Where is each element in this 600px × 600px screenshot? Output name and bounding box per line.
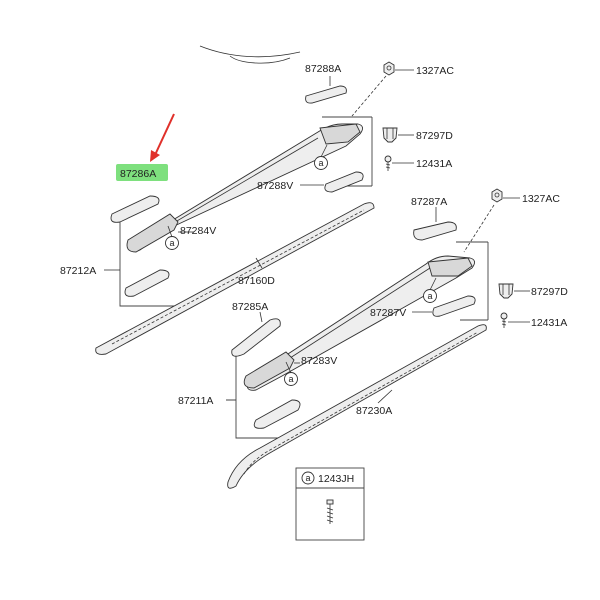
- cover-87284v: [124, 269, 170, 297]
- label-87230a: 87230A: [356, 405, 392, 417]
- cover-87287v: [432, 295, 476, 317]
- label-87288v: 87288V: [257, 180, 293, 192]
- label-1327ac-bot: 1327AC: [522, 193, 560, 205]
- label-12431a-bot: 12431A: [531, 317, 567, 329]
- label-87297d-top: 87297D: [416, 130, 453, 142]
- ref-marker-label: a: [305, 473, 310, 483]
- moulding-87160d: [95, 202, 375, 355]
- clip-icon: [498, 283, 514, 299]
- nut-icon: [383, 61, 395, 76]
- label-87287a: 87287A: [411, 196, 447, 208]
- highlight-87286a: [116, 164, 168, 181]
- label-1327ac-top: 1327AC: [416, 65, 454, 77]
- roof-rail-87211a: [246, 255, 475, 391]
- label-87297d-bot: 87297D: [531, 286, 568, 298]
- cover-87288v: [324, 171, 364, 193]
- label-87286a: 87286A: [120, 168, 156, 180]
- end-cap-87287a: [413, 221, 457, 241]
- label-87285a: 87285A: [232, 301, 268, 313]
- label-87211a: 87211A: [178, 395, 213, 407]
- legend-box-1243jh: a 1243JH: [295, 467, 365, 541]
- end-cap-87285a: [231, 318, 281, 357]
- front-foot-lower: [243, 351, 295, 389]
- label-87288a: 87288A: [305, 63, 341, 75]
- label-87283v: 87283V: [301, 355, 337, 367]
- screw-icon: [326, 499, 334, 524]
- assembly-bracket-87211a: [226, 241, 489, 439]
- vehicle-outline: [199, 45, 301, 64]
- label-87287v: 87287V: [370, 307, 406, 319]
- ref-marker-label: a: [427, 291, 432, 301]
- nut-icon: [491, 188, 503, 203]
- label-1243jh: 1243JH: [318, 473, 354, 485]
- front-foot-upper: [126, 213, 179, 253]
- label-87160d: 87160D: [238, 275, 275, 287]
- end-cap-87288a: [305, 85, 347, 104]
- clip-icon: [382, 127, 398, 143]
- label-12431a-top: 12431A: [416, 158, 452, 170]
- ref-marker-label: a: [288, 374, 293, 384]
- ref-marker-label: a: [169, 238, 174, 248]
- label-87212a: 87212A: [60, 265, 96, 277]
- cover-87283v: [253, 399, 301, 429]
- end-cap-87286a: [110, 195, 160, 223]
- ref-marker-label: a: [318, 158, 323, 168]
- screw-icon: [500, 312, 508, 328]
- moulding-87230a: [227, 324, 487, 489]
- label-87284v: 87284V: [180, 225, 216, 237]
- arrow-icon: [150, 113, 175, 162]
- screw-icon: [384, 155, 392, 171]
- assembly-bracket-87212a: [119, 116, 373, 307]
